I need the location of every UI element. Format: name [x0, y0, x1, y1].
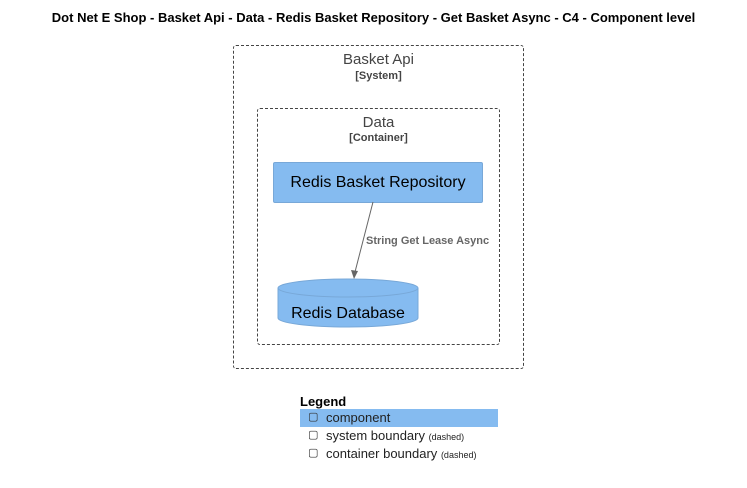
container-boundary: Data [Container] — [257, 108, 500, 345]
legend-title: Legend — [300, 394, 347, 409]
container-boundary-type: [Container] — [349, 132, 408, 144]
container-boundary-name: Data — [362, 114, 395, 131]
legend-item-system-boundary: ▢ system boundary (dashed) — [300, 427, 498, 445]
system-boundary-type: [System] — [355, 70, 402, 82]
legend-item-label: system boundary — [326, 428, 425, 443]
component-swatch-icon: ▢ — [308, 411, 319, 423]
system-boundary-name: Basket Api — [343, 51, 414, 68]
boundary-swatch-icon: ▢ — [308, 447, 319, 459]
relationship-label: String Get Lease Async — [366, 235, 490, 247]
diagram-title: Dot Net E Shop - Basket Api - Data - Red… — [51, 10, 696, 25]
legend-item-component: ▢ component — [300, 409, 498, 427]
redis-basket-repository-label: Redis Basket Repository — [290, 173, 466, 191]
legend-item-label: container boundary — [326, 446, 438, 461]
legend-item-note: (dashed) — [440, 450, 477, 460]
redis-database-label: Redis Database — [291, 305, 405, 322]
legend-item-label: component — [326, 410, 391, 425]
redis-database-cylinder[interactable] — [277, 278, 419, 328]
system-boundary: Basket Api [System] — [233, 45, 524, 369]
boundary-swatch-icon: ▢ — [308, 429, 319, 441]
legend: Legend ▢ component ▢ system boundary (da… — [300, 394, 498, 463]
legend-item-container-boundary: ▢ container boundary (dashed) — [300, 445, 498, 463]
legend-item-note: (dashed) — [428, 432, 465, 442]
relationship-arrow — [351, 201, 374, 279]
redis-basket-repository-component[interactable]: Redis Basket Repository — [273, 162, 483, 203]
